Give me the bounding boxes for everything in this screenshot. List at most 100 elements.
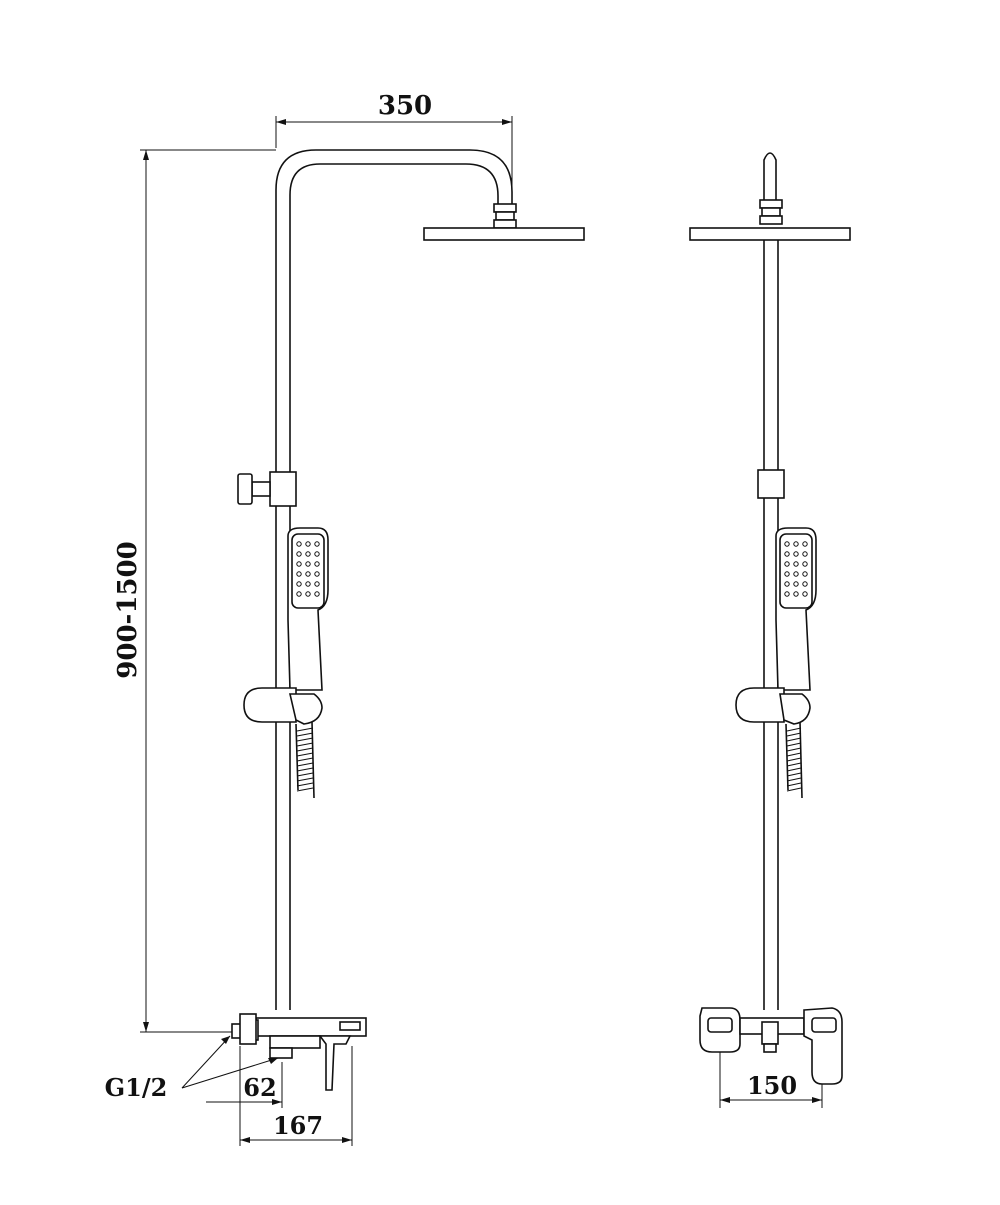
side-left-nut (707, 1017, 733, 1033)
dim-350-arrow-left (276, 119, 286, 125)
nozzle-dot (784, 571, 790, 577)
dim-167-arrow-right (342, 1137, 352, 1143)
side-slider-holder (735, 687, 785, 723)
nozzle-dot (802, 571, 808, 577)
hose-coil (786, 767, 802, 772)
hose-coil (296, 777, 314, 782)
dim-62-label: 62 (243, 1073, 276, 1102)
hose-coil (296, 757, 314, 762)
hose-coil (786, 732, 802, 737)
front-hose-left (295, 723, 299, 791)
thread-leader-1 (181, 1035, 231, 1089)
side-hose-left (785, 723, 789, 791)
front-shower-head (423, 227, 585, 241)
nozzle-dot (793, 551, 799, 557)
front-arm-inner (289, 163, 499, 1010)
nozzle-dot (296, 571, 302, 577)
nozzle-dot (296, 581, 302, 587)
hose-coil (296, 772, 314, 777)
dim-167-label: 167 (273, 1111, 323, 1140)
dim-62-arrow (272, 1099, 282, 1105)
front-head-nut-3 (493, 219, 517, 229)
nozzle-dot (802, 581, 808, 587)
nozzle-dot (314, 581, 320, 587)
front-slider-holder (243, 687, 297, 723)
dim-height-arrow-top (143, 150, 149, 160)
side-head-nut-2 (761, 207, 781, 217)
dim-height-arrow-bottom (143, 1022, 149, 1032)
nozzle-dot (784, 551, 790, 557)
side-right-nut (811, 1017, 837, 1033)
hose-coil (296, 762, 314, 767)
front-inlet-nut (239, 1013, 257, 1045)
nozzle-dot (793, 561, 799, 567)
hose-coil (296, 732, 314, 737)
nozzle-dot (793, 591, 799, 597)
dim-150-arrow-right (812, 1097, 822, 1103)
hose-coil (786, 727, 802, 732)
hose-coil (296, 737, 314, 742)
hose-coil (786, 782, 802, 787)
nozzle-dot (305, 551, 311, 557)
dim-150-label: 150 (747, 1071, 797, 1100)
dim-150-arrow-left (720, 1097, 730, 1103)
hose-coil (786, 757, 802, 762)
side-shower-head (689, 227, 851, 241)
hose-coil (786, 747, 802, 752)
nozzle-dot (784, 541, 790, 547)
hose-coil (296, 727, 314, 732)
hose-coil (296, 787, 314, 792)
thread-size-label: G1/2 (105, 1073, 168, 1102)
front-head-nut-1 (493, 203, 517, 213)
nozzle-dot (314, 561, 320, 567)
nozzle-dot (784, 561, 790, 567)
nozzle-dot (793, 581, 799, 587)
hose-coil (786, 777, 802, 782)
hose-coil (296, 782, 314, 787)
side-hand-shower-nozzles (784, 541, 808, 597)
hose-coil (786, 752, 802, 757)
nozzle-dot (296, 591, 302, 597)
side-slider-cradle (779, 693, 811, 725)
side-mixer-center (761, 1021, 779, 1045)
hose-coil (296, 767, 314, 772)
nozzle-dot (305, 571, 311, 577)
thread-arrow-1 (221, 1036, 230, 1044)
nozzle-dot (296, 541, 302, 547)
side-clamp (757, 469, 785, 499)
front-slider-cradle (288, 693, 323, 725)
thread-arrow-2 (268, 1058, 278, 1064)
side-head-nut-1 (759, 199, 783, 209)
side-hose-coils (786, 727, 802, 792)
hose-coil (786, 737, 802, 742)
dim-height-label: 900-1500 (113, 541, 143, 678)
nozzle-dot (793, 541, 799, 547)
nozzle-dot (784, 591, 790, 597)
thread-leader-2 (181, 1057, 279, 1089)
nozzle-dot (296, 561, 302, 567)
nozzle-dot (314, 591, 320, 597)
hose-coil (786, 772, 802, 777)
nozzle-dot (793, 571, 799, 577)
hose-coil (296, 752, 314, 757)
nozzle-dot (784, 581, 790, 587)
front-arm-outer (275, 149, 513, 1010)
hose-coil (296, 747, 314, 752)
front-outlet (269, 1047, 293, 1059)
front-view (181, 149, 585, 1091)
nozzle-dot (305, 591, 311, 597)
dim-167-arrow-left (240, 1137, 250, 1143)
front-clamp (269, 471, 297, 507)
nozzle-dot (802, 561, 808, 567)
nozzle-dot (314, 571, 320, 577)
nozzle-dot (802, 591, 808, 597)
nozzle-dot (296, 551, 302, 557)
nozzle-dot (802, 551, 808, 557)
front-handle (318, 1035, 352, 1091)
front-clamp-knob (237, 473, 253, 505)
hose-coil (786, 742, 802, 747)
nozzle-dot (314, 551, 320, 557)
nozzle-dot (305, 581, 311, 587)
nozzle-dot (305, 541, 311, 547)
